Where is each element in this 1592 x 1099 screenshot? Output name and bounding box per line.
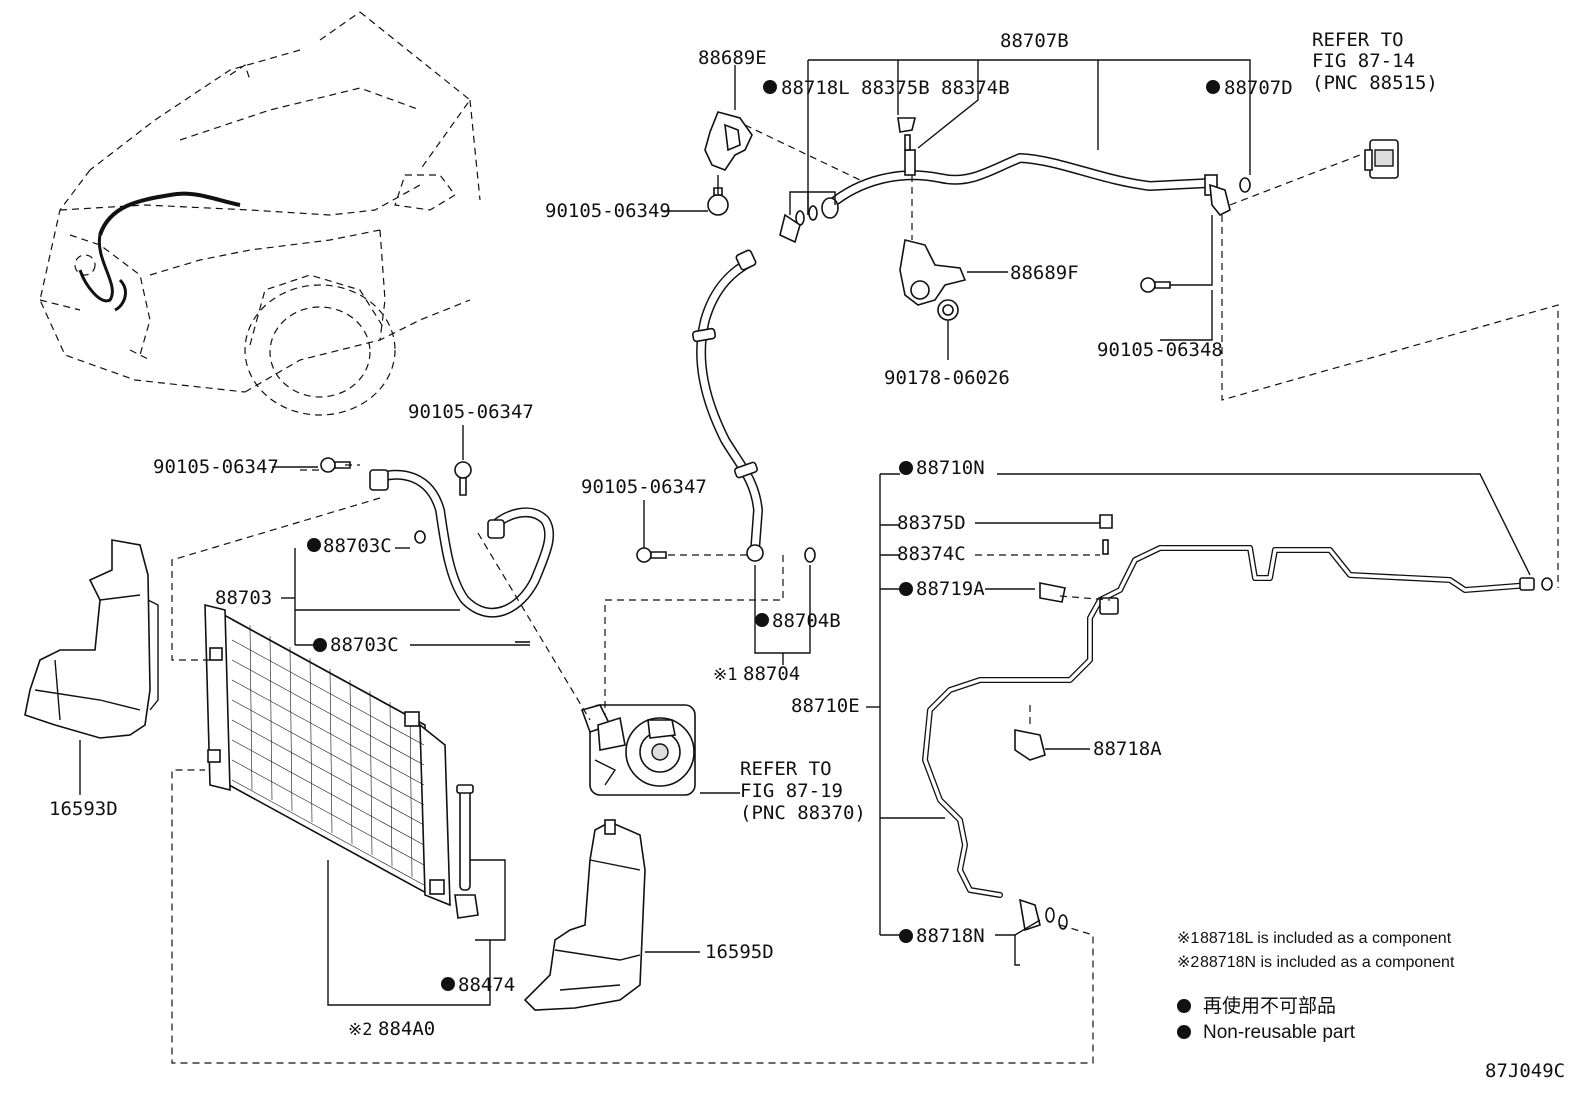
valve-cap-88375B bbox=[897, 117, 917, 133]
note-2-mark: ※2 bbox=[1177, 954, 1199, 971]
label-88707D: 88707D bbox=[1224, 77, 1293, 99]
air-duct-16593D bbox=[24, 539, 159, 739]
non-reusable-dots bbox=[307, 80, 1220, 1039]
liquid-pipe-88710E bbox=[922, 514, 1553, 932]
legend-en: Non-reusable part bbox=[1203, 1022, 1356, 1043]
refer-88515-connector bbox=[1364, 139, 1399, 179]
note-1-mark: ※1 bbox=[1177, 930, 1199, 947]
label-90105-06348: 90105-06348 bbox=[1097, 339, 1223, 361]
legend-jp: 再使用不可部品 bbox=[1203, 995, 1336, 1017]
label-88718L: 88718L bbox=[781, 77, 850, 99]
footnotes: ※1 88718L is included as a component ※2 … bbox=[1177, 930, 1455, 971]
air-duct-16595D bbox=[523, 819, 646, 1011]
label-88474: 88474 bbox=[458, 974, 515, 996]
leader-lines bbox=[79, 59, 1559, 1064]
figure-id: 87J049C bbox=[1485, 1060, 1565, 1082]
condenser-884A0 bbox=[204, 603, 451, 907]
refer-text-2c: (PNC 88370) bbox=[740, 802, 866, 824]
label-88689F: 88689F bbox=[1010, 262, 1079, 284]
label-90105-06347-top: 90105-06347 bbox=[408, 401, 534, 423]
label-88703C-lower: 88703C bbox=[330, 634, 399, 656]
label-88703C-upper: 88703C bbox=[323, 535, 392, 557]
compressor-88370 bbox=[580, 704, 696, 796]
discharge-hose-assembly bbox=[779, 117, 1251, 244]
refer-text-2a: REFER TO bbox=[740, 758, 832, 780]
clip-88718L bbox=[779, 213, 801, 244]
refer-text-1c: (PNC 88515) bbox=[1312, 72, 1438, 94]
note-2-text: 88718N is included as a component bbox=[1200, 954, 1455, 971]
discharge-hose-88703 bbox=[320, 457, 555, 643]
label-16595D: 16595D bbox=[705, 941, 774, 963]
label-88375B: 88375B bbox=[861, 77, 930, 99]
label-90105-06349: 90105-06349 bbox=[545, 200, 671, 222]
label-88375D: 88375D bbox=[897, 512, 966, 534]
label-884A0: 884A0 bbox=[378, 1018, 435, 1040]
label-88718N: 88718N bbox=[916, 925, 985, 947]
label-90105-06347-mid: 90105-06347 bbox=[581, 476, 707, 498]
label-88704B: 88704B bbox=[772, 610, 841, 632]
part-labels: 88707B 88689E 88718L 88375B 88374B 88707… bbox=[49, 29, 1438, 1040]
refer-text-1b: FIG 87-14 bbox=[1312, 50, 1415, 72]
label-90105-06347-left: 90105-06347 bbox=[153, 456, 279, 478]
note-1-text: 88718L is included as a component bbox=[1200, 930, 1452, 947]
bolt-90105-06348 bbox=[1140, 277, 1171, 293]
bolt-90105-06347-mid bbox=[636, 547, 667, 563]
label-88710E: 88710E bbox=[791, 695, 860, 717]
bracket-88689F bbox=[899, 239, 967, 321]
valve-cap-88375D bbox=[1099, 514, 1113, 529]
clamp-88718A bbox=[1014, 729, 1046, 761]
o-ring-88707D bbox=[1239, 177, 1251, 193]
bracket-88689E bbox=[704, 111, 753, 216]
label-88707B: 88707B bbox=[1000, 30, 1069, 52]
label-884A0-mark: ※2 bbox=[348, 1020, 372, 1040]
label-88704: 88704 bbox=[743, 663, 800, 685]
label-16593D: 16593D bbox=[49, 798, 118, 820]
label-88718A: 88718A bbox=[1093, 738, 1162, 760]
suction-hose-88704 bbox=[691, 249, 816, 563]
label-88374B: 88374B bbox=[941, 77, 1010, 99]
label-88374C: 88374C bbox=[897, 543, 966, 565]
legend: 再使用不可部品 Non-reusable part bbox=[1203, 995, 1356, 1043]
label-88704-mark: ※1 bbox=[713, 665, 737, 685]
label-88710N: 88710N bbox=[916, 457, 985, 479]
label-88703: 88703 bbox=[215, 587, 272, 609]
receiver-dryer-88474 bbox=[454, 784, 479, 919]
pressure-switch-88719A bbox=[1039, 582, 1066, 603]
label-90178-06026: 90178-06026 bbox=[884, 367, 1010, 389]
vehicle-illustration bbox=[39, 11, 481, 416]
refer-text-1a: REFER TO bbox=[1312, 29, 1404, 51]
label-88689E: 88689E bbox=[698, 47, 767, 69]
refer-text-2b: FIG 87-19 bbox=[740, 780, 843, 802]
label-88719A: 88719A bbox=[916, 578, 985, 600]
